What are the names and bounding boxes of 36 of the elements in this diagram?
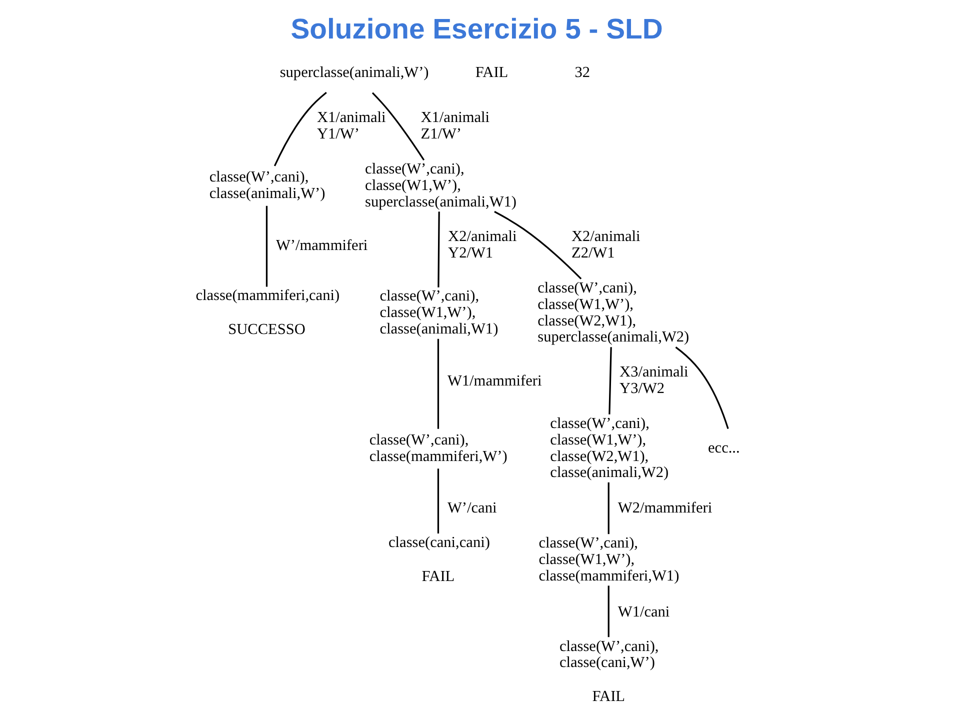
edge-label: X2/animali Y2/W1 <box>448 228 517 262</box>
connector <box>372 92 425 160</box>
node-text: classe(W’,cani), classe(mammiferi,W’) <box>369 431 508 465</box>
node-text: classe(W’,cani), classe(W1,W’), classe(W2,W1), superclasse(animali,W2) <box>538 280 690 346</box>
connector <box>274 92 327 166</box>
label: 32 <box>574 64 590 81</box>
edge-label: W1/mammiferi <box>448 372 542 390</box>
connector <box>437 468 440 534</box>
node-text: ecc... <box>708 440 740 457</box>
edge-label: W1/cani <box>618 603 670 620</box>
connector <box>266 206 268 287</box>
label: FAIL <box>475 64 508 81</box>
node-text: classe(W’,cani), classe(W1,W’), superclasse(animali,W1) <box>365 160 517 210</box>
edge-label: X2/animali Z2/W1 <box>571 228 640 262</box>
connector <box>437 338 440 429</box>
connector <box>438 212 440 288</box>
edge-label: W2/mammiferi <box>618 500 712 517</box>
connector <box>608 347 612 414</box>
connector <box>608 482 610 534</box>
node-text: classe(W’,cani), classe(W1,W’), classe(W2,W1), classe(animali,W2) <box>550 414 669 482</box>
node-text: classe(W’,cani), classe(W1,W’), classe(mammiferi,W1) <box>538 534 680 584</box>
diagram-title: Soluzione Esercizio 5 - SLD <box>290 14 663 46</box>
node-text: classe(mammiferi,cani) SUCCESSO <box>196 287 340 338</box>
connector <box>608 586 610 638</box>
edge-label: W’/mammiferi <box>276 236 368 254</box>
edge-label: W’/cani <box>448 500 497 517</box>
node-text: classe(W’,cani), classe(W1,W’), classe(animali,W1) <box>380 288 498 338</box>
connector <box>494 210 582 280</box>
node-text: classe(W’,cani), classe(cani,W’) FAIL <box>559 638 659 706</box>
node-text: superclasse(animali,W’) <box>280 64 429 81</box>
node-text: classe(cani,cani) FAIL <box>388 534 490 585</box>
edge-label: X3/animali Y3/W2 <box>620 364 688 398</box>
connector <box>675 346 729 430</box>
edge-label: X1/animali Y1/W’ <box>316 109 386 143</box>
node-text: classe(W’,cani), classe(animali,W’) <box>209 168 326 202</box>
edge-label: X1/animali Z1/W’ <box>420 109 490 143</box>
